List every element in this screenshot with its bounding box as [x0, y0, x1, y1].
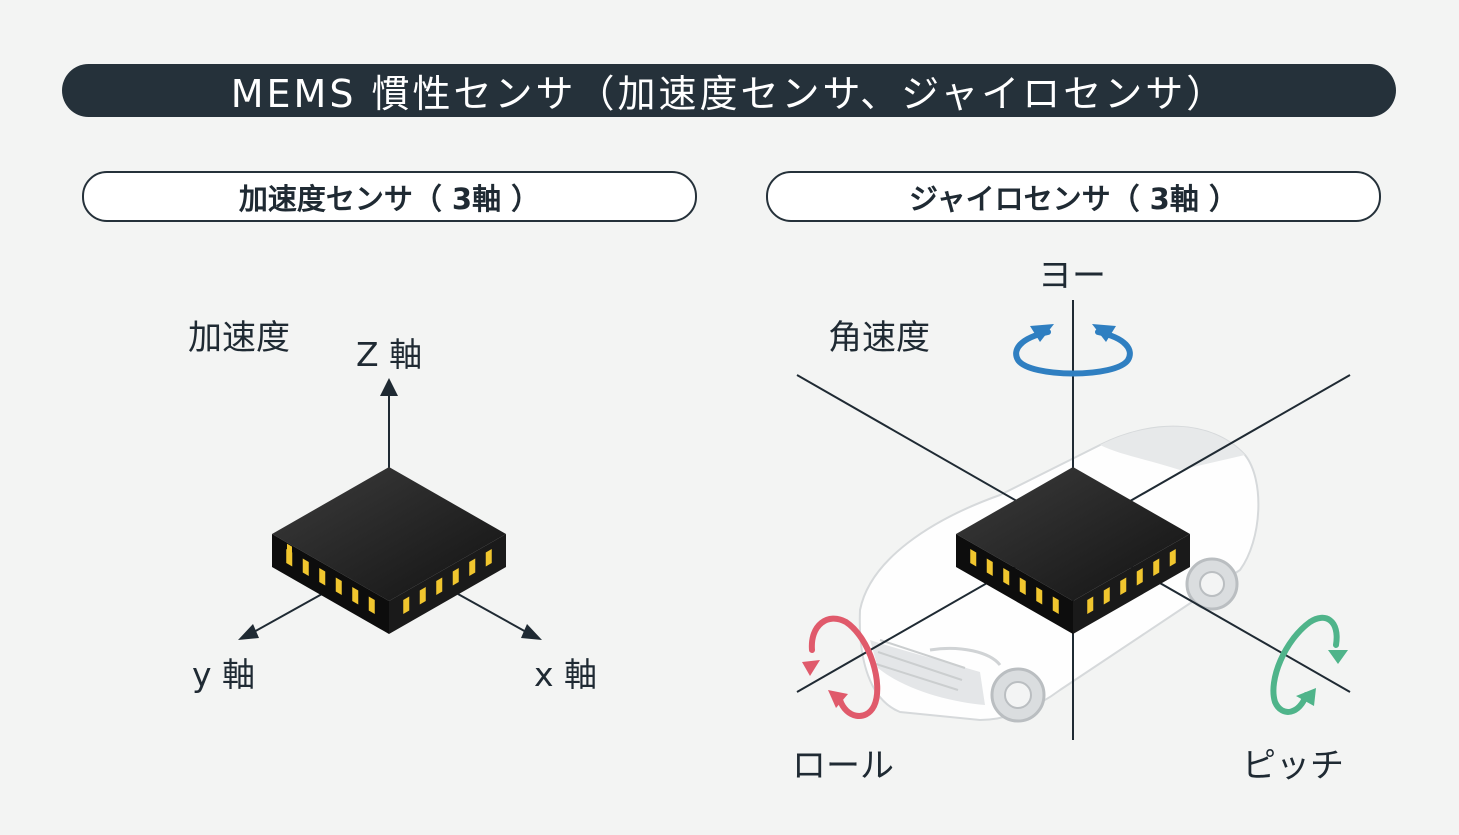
accelerometer-title-text: 加速度センサ（ 3軸 ）: [238, 181, 541, 216]
chip-pin: [970, 549, 977, 567]
roll-label: ロール: [792, 746, 894, 786]
x-axis-arrow-icon: [521, 624, 542, 640]
accelerometer-section-title: 加速度センサ（ 3軸 ）: [82, 171, 697, 222]
chip-pins: [286, 549, 1176, 614]
chip-pin: [403, 596, 410, 614]
yaw-label: ヨー: [1038, 256, 1106, 296]
x-axis-line: [457, 593, 529, 634]
chip-pin: [485, 549, 492, 567]
chip-pin: [319, 568, 326, 586]
z-axis-arrow-icon: [380, 378, 398, 396]
chip-pin: [335, 577, 342, 595]
gyroscope-title-text: ジャイロセンサ（ 3軸 ）: [909, 181, 1238, 216]
sensor-chip-icon: [272, 467, 506, 634]
title-banner: MEMS 慣性センサ（加速度センサ、ジャイロセンサ）: [62, 64, 1396, 117]
accelerometer-diagram: [238, 378, 542, 640]
chip-pin: [1052, 596, 1059, 614]
chip-pin: [1019, 577, 1026, 595]
y-axis-arrow-icon: [238, 624, 259, 640]
chip-pin: [986, 558, 993, 576]
chip-pin: [352, 587, 359, 605]
gyroscope-section-title: ジャイロセンサ（ 3軸 ）: [766, 171, 1381, 222]
chip-pin: [436, 577, 443, 595]
roll-rotation-icon: [802, 615, 881, 719]
title-text: MEMS 慣性センサ（加速度センサ、ジャイロセンサ）: [230, 72, 1228, 116]
chip-pin: [1103, 587, 1110, 605]
chip-pin: [419, 587, 426, 605]
y-axis-label: y 軸: [192, 655, 256, 694]
yaw-rotation-icon: [1013, 324, 1133, 377]
gyroscope-diagram: [796, 300, 1351, 740]
angular-velocity-label: 角速度: [828, 318, 930, 358]
gyro-chip-icon: [956, 467, 1190, 634]
chip-pin: [452, 568, 459, 586]
chip-pin: [469, 558, 476, 576]
chip-pin: [302, 558, 309, 576]
pitch-rotation-icon: [1270, 614, 1348, 715]
acceleration-label: 加速度: [188, 318, 290, 358]
chip-pin: [286, 549, 293, 567]
chip-pin: [1169, 549, 1176, 567]
x-axis-label: x 軸: [534, 655, 598, 694]
chip-pin: [1136, 568, 1143, 586]
z-axis-label: Z 軸: [356, 335, 423, 374]
chip-pin: [1120, 577, 1127, 595]
chip-pin: [1087, 596, 1094, 614]
chip-pin: [1036, 587, 1043, 605]
pitch-label: ピッチ: [1242, 746, 1344, 786]
chip-pin: [1003, 568, 1010, 586]
y-axis-line: [251, 593, 323, 634]
chip-pin: [1153, 558, 1160, 576]
chip-pin: [368, 596, 375, 614]
